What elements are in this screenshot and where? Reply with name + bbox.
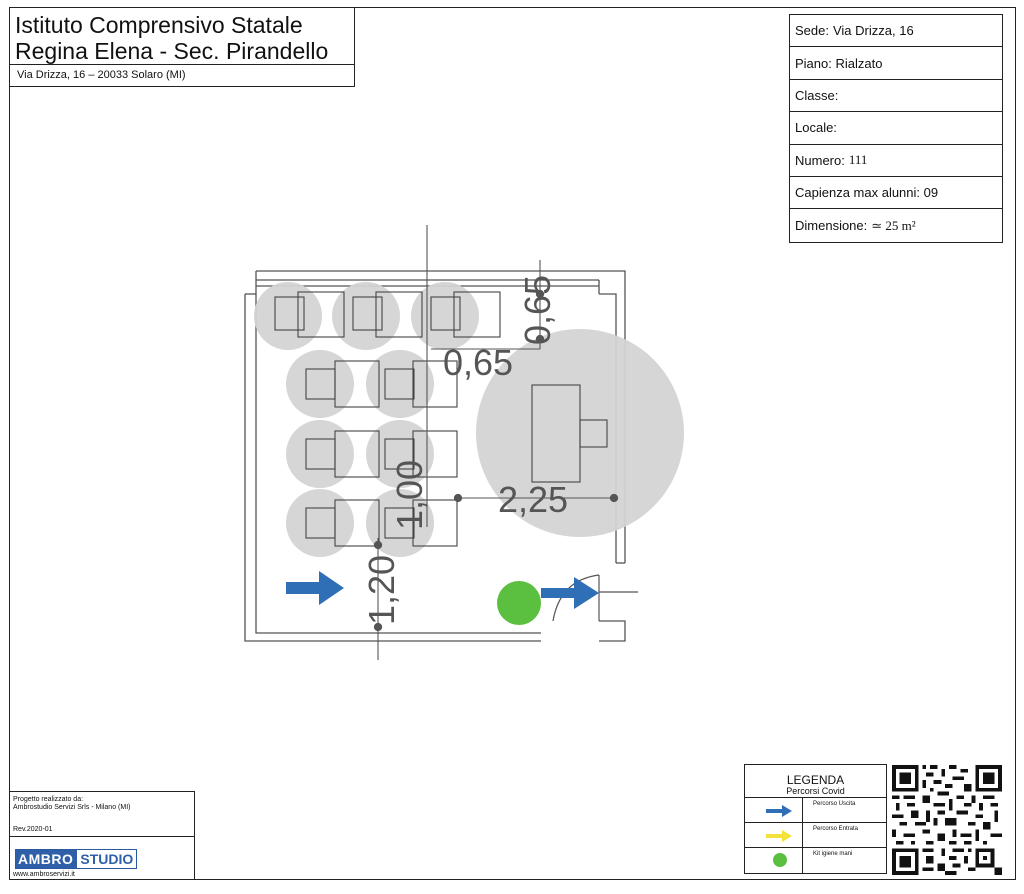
dimensione-label: Dimensione:	[795, 218, 868, 234]
divider	[802, 848, 803, 873]
legend-subtitle: Percorsi Covid	[786, 786, 845, 796]
distance-circle	[332, 282, 400, 350]
blue-arrow-icon	[541, 577, 599, 609]
divider	[802, 823, 803, 848]
credit-block: Progetto realizzato da: Ambrostudio Serv…	[9, 791, 195, 880]
piano-text: Piano: Rialzato	[795, 55, 883, 71]
school-address: Via Drizza, 16 – 20033 Solaro (MI)	[17, 69, 186, 81]
revision: Rev.2020-01	[13, 826, 53, 833]
legend-label: Percorso Entrata	[813, 826, 859, 832]
legend-label: Percorso Uscita	[813, 801, 856, 807]
dimension-label: 1,20	[361, 555, 402, 625]
info-capienza: Capienza max alunni: 09	[790, 177, 1002, 210]
hygiene-kit-dot	[497, 581, 541, 625]
info-numero: Numero: 111	[790, 145, 1002, 177]
distance-circle	[286, 489, 354, 557]
numero-label: Numero:	[795, 152, 845, 168]
legend-item: Percorso Uscita	[745, 797, 886, 823]
info-locale: Locale:	[790, 112, 1002, 145]
title-block: Istituto Comprensivo Statale Regina Elen…	[9, 7, 355, 65]
dimension-label: 0,65	[517, 275, 558, 345]
green-dot-icon	[773, 853, 787, 867]
distance-circles	[254, 282, 684, 557]
logo-part-a: AMBRO	[16, 850, 78, 868]
numero-value: 111	[848, 152, 868, 168]
sede-label: Sede:	[795, 23, 829, 39]
desks	[274, 291, 608, 547]
sede-value: Via Drizza, 16	[832, 23, 914, 39]
distance-circle	[366, 420, 434, 488]
distance-circle	[254, 282, 322, 350]
distance-circle	[286, 350, 354, 418]
credit-line1: Progetto realizzato da:	[13, 796, 84, 803]
blue-arrow-icon	[766, 805, 792, 817]
divider	[802, 798, 803, 823]
qr-code-icon	[892, 765, 1002, 875]
legend-box: LEGENDA Percorsi Covid Percorso Uscita P…	[744, 764, 887, 874]
dimensione-value: ≃ 25 m²	[871, 217, 916, 233]
school-name-line2: Regina Elena - Sec. Pirandello	[15, 38, 329, 64]
logo-part-b: STUDIO	[80, 851, 134, 867]
school-name-line1: Istituto Comprensivo Statale	[15, 12, 303, 38]
legend-item: Kit igiene mani	[745, 847, 886, 873]
classe-text: Classe:	[795, 87, 839, 103]
exit-arrows	[286, 571, 599, 609]
dimension-label: 1,00	[389, 460, 430, 530]
credit-line2: Ambrostudio Servizi Srls - Milano (MI)	[13, 804, 131, 811]
drawing-frame	[9, 7, 1016, 880]
info-sede: Sede: Via Drizza, 16	[790, 15, 1002, 48]
dimension-label: 0,65	[443, 342, 513, 383]
distance-circle	[366, 350, 434, 418]
blue-arrow-icon	[286, 571, 344, 605]
ambrostudio-logo: AMBRO STUDIO	[15, 849, 138, 869]
room-info-table: Sede: Via Drizza, 16 Piano: Rialzato Cla…	[789, 14, 1003, 243]
address-block: Via Drizza, 16 – 20033 Solaro (MI)	[9, 64, 355, 87]
distance-circle	[286, 420, 354, 488]
distance-circle	[366, 489, 434, 557]
capienza-text: Capienza max alunni: 09	[795, 185, 939, 201]
yellow-arrow-icon	[766, 830, 792, 842]
legend-label: Kit igiene mani	[813, 851, 853, 857]
dimension-lines	[373, 225, 619, 660]
legend-title: LEGENDA	[786, 773, 845, 787]
locale-text: Locale:	[795, 120, 837, 136]
info-piano: Piano: Rialzato	[790, 47, 1002, 80]
legend-item: Percorso Entrata	[745, 822, 886, 848]
distance-circle	[411, 282, 479, 350]
dimension-label: 2,25	[498, 479, 568, 520]
info-dimensione: Dimensione: ≃ 25 m²	[790, 209, 1002, 241]
info-classe: Classe:	[790, 80, 1002, 113]
divider	[9, 836, 194, 837]
website: www.ambroservizi.it	[13, 871, 75, 878]
